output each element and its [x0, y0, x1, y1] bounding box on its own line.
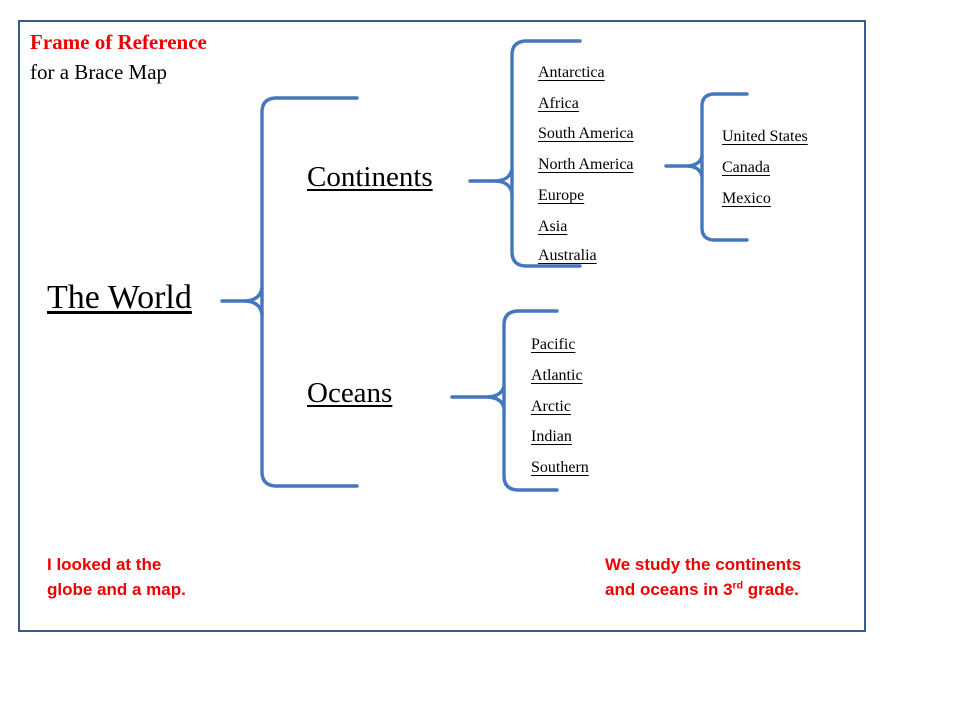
leaf-item-south-america: South America	[538, 125, 634, 142]
annotation-right-line2-before: and oceans in 3	[605, 579, 733, 599]
leaf-item-mexico: Mexico	[722, 190, 771, 207]
leaf-item-europe: Europe	[538, 187, 585, 204]
branch-label-oceans: Oceans	[307, 377, 393, 409]
root-topic-the-world: The World	[47, 279, 192, 316]
slide-frame-border	[18, 20, 866, 632]
leaf-item-asia: Asia	[538, 218, 568, 235]
leaf-item-antarctica: Antarctica	[538, 64, 605, 81]
page-subtitle: for a Brace Map	[30, 60, 168, 84]
branch-label-continents: Continents	[307, 161, 433, 193]
leaf-item-north-america: North America	[538, 156, 634, 173]
leaf-item-pacific: Pacific	[531, 336, 576, 353]
leaf-item-indian: Indian	[531, 428, 572, 445]
annotation-frame-of-reference-right: We study the continents and oceans in 3rd…	[605, 553, 801, 602]
page-title: Frame of Reference	[30, 30, 207, 54]
leaf-item-canada: Canada	[722, 159, 770, 176]
leaf-item-australia: Australia	[538, 247, 597, 264]
annotation-right-line2-after: grade.	[743, 579, 799, 599]
leaf-item-atlantic: Atlantic	[531, 367, 583, 384]
leaf-item-africa: Africa	[538, 95, 579, 112]
leaf-item-southern: Southern	[531, 459, 589, 476]
annotation-frame-of-reference-left: I looked at the globe and a map.	[47, 555, 186, 599]
leaf-item-arctic: Arctic	[531, 398, 571, 415]
annotation-right-line1: We study the continents	[605, 555, 802, 574]
annotation-right-ordinal-suffix: rd	[732, 578, 744, 591]
leaf-item-united-states: United States	[722, 128, 808, 145]
